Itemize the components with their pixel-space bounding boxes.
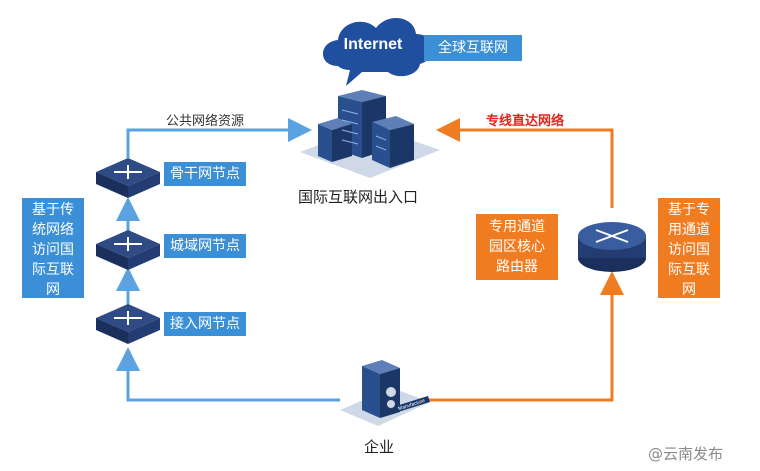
backbone-switch-icon [96,158,160,198]
backbone-node-label: 骨干网节点 [164,162,246,186]
enterprise-building-icon: Manufacture [340,360,430,426]
core-router-label: 专用通道 园区核心 路由器 [476,214,558,280]
internet-cloud-text: Internet [344,36,403,53]
gateway-building-icon [300,90,440,178]
global-internet-caption: 全球互联网 [424,35,522,61]
metro-switch-icon [96,230,160,270]
gateway-label: 国际互联网出入口 [298,188,419,206]
core-router-icon [578,222,646,272]
access-switch-icon [96,304,160,344]
dedicated-path-line-top [436,118,614,208]
enterprise-label: 企业 [364,438,395,456]
public-path-line-top [126,118,312,158]
metro-node-label: 城域网节点 [164,234,246,258]
public-path-label: 公共网络资源 [166,114,245,129]
access-node-label: 接入网节点 [164,312,246,336]
internet-cloud-icon: Internet [323,17,434,86]
dedicated-path-line-bottom [420,271,624,402]
traditional-access-box: 基于传 统网络 访问国 际互联 网 [22,198,84,298]
dedicated-path-label: 专线直达网络 [486,114,565,129]
source-watermark: @云南发布 [648,445,724,463]
dedicated-access-box: 基于专 用通道 访问国 际互联 网 [658,198,720,298]
public-path-line-bottom [116,347,340,402]
